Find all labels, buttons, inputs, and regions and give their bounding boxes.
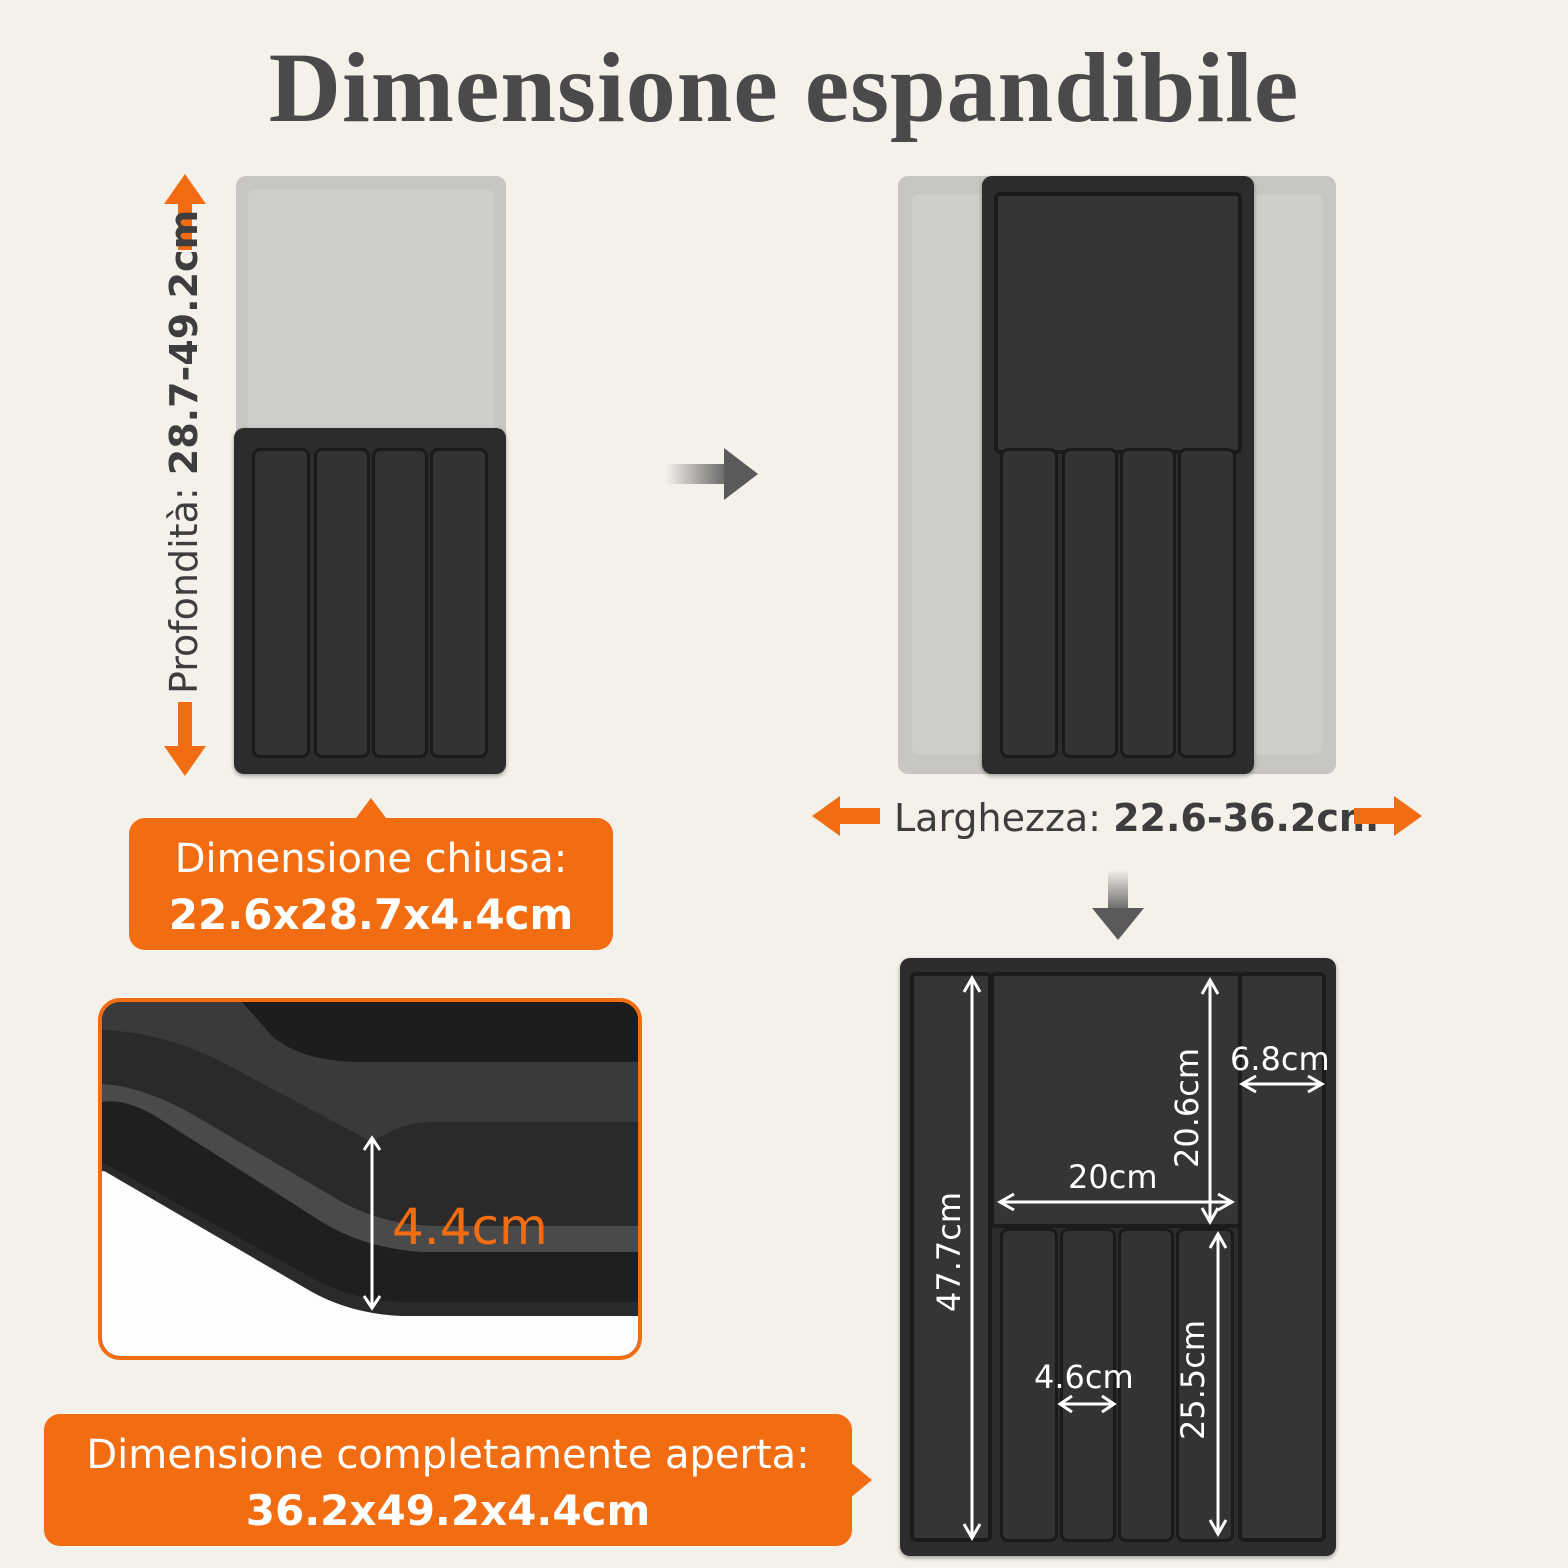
gray-arrow-right-icon [666,448,758,500]
page-title: Dimensione espandibile [268,32,1300,143]
measure-25-5: 25.5cm [1174,1319,1212,1440]
open-size-line2: 36.2x49.2x4.4cm [245,1486,651,1535]
measure-4-6: 4.6cm [1034,1358,1134,1396]
closed-size-line2: 22.6x28.7x4.4cm [168,890,574,939]
gray-arrow-down-icon [1092,870,1144,940]
open-size-line1: Dimensione completamente aperta: [86,1432,810,1478]
measure-20: 20cm [1068,1158,1158,1196]
arrow-up-icon [164,174,206,250]
closed-tray [234,428,506,774]
expanded-depth-tray [982,176,1254,774]
measure-lines [962,974,1326,1542]
depth-label: Profondità: 28.7-49.2cm [162,209,206,694]
measure-47-7: 47.7cm [930,1191,968,1312]
height-arrow [362,1135,382,1311]
measure-20-6: 20.6cm [1168,1047,1206,1168]
closed-size-line1: Dimensione chiusa: [174,836,568,882]
extended-ghost-closed [236,176,506,476]
height-detail: 4.4cm [98,998,642,1360]
pointer-triangle-right [850,1462,872,1498]
arrow-left-icon [812,796,880,836]
width-label: Larghezza: 22.6-36.2cm [894,796,1379,840]
open-size-box: Dimensione completamente aperta: 36.2x49… [44,1414,852,1546]
arrow-right-icon [1354,796,1422,836]
pointer-triangle [356,798,386,818]
closed-size-box: Dimensione chiusa: 22.6x28.7x4.4cm [129,818,613,950]
measure-6-8: 6.8cm [1230,1040,1330,1078]
arrow-down-icon [164,702,206,776]
height-value: 4.4cm [392,1198,548,1256]
